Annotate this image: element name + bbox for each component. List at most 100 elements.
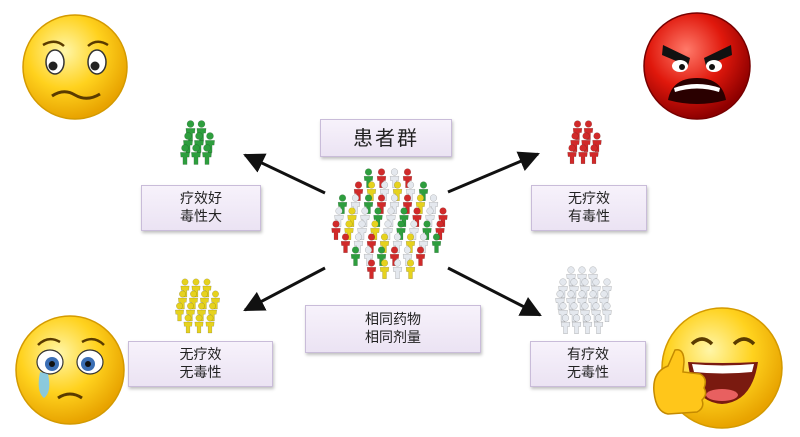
person-figure-icon: [205, 314, 215, 334]
person-figure-icon: [415, 194, 426, 214]
outcome-bottom-left-label: 无疗效 无毒性: [128, 341, 273, 387]
arrow-to-bottom-right: [447, 266, 542, 317]
title-text: 患者群: [353, 126, 419, 150]
person-figure-icon: [191, 144, 201, 165]
person-figure-icon: [389, 194, 400, 214]
person-figure-icon: [412, 207, 422, 227]
person-figure-icon: [186, 302, 195, 322]
outcome-bottom-left-line-2: 无毒性: [179, 365, 222, 381]
person-figure-icon: [357, 220, 367, 240]
person-figure-icon: [566, 266, 576, 286]
person-figure-icon: [402, 168, 413, 188]
person-figure-icon: [183, 314, 193, 334]
person-figure-icon: [366, 259, 377, 279]
person-figure-icon: [435, 220, 445, 240]
person-figure-icon: [363, 246, 374, 266]
arrow-to-top-left: [243, 153, 326, 195]
outcome-top-right-label: 无疗效 有毒性: [531, 185, 647, 231]
person-figure-icon: [405, 259, 416, 279]
same-drug-same-dose-label: 相同药物 相同剂量: [305, 305, 481, 353]
person-figure-icon: [363, 194, 374, 214]
person-figure-icon: [567, 144, 577, 164]
person-figure-icon: [578, 144, 588, 164]
mixed-patient-crowd: [331, 168, 448, 279]
person-figure-icon: [405, 181, 416, 201]
red-patient-group: [567, 120, 602, 164]
outcome-top-right-line-1: 无疗效: [568, 191, 610, 207]
person-figure-icon: [409, 220, 419, 240]
person-figure-icon: [379, 181, 390, 201]
person-figure-icon: [363, 168, 374, 188]
outcome-top-right-line-2: 有毒性: [568, 209, 610, 225]
person-figure-icon: [189, 290, 198, 310]
arrow-to-bottom-left: [243, 266, 326, 312]
person-figure-icon: [366, 233, 377, 253]
person-figure-icon: [399, 207, 409, 227]
person-figure-icon: [202, 144, 212, 165]
person-figure-icon: [392, 233, 403, 253]
person-figure-icon: [560, 314, 571, 334]
person-figure-icon: [425, 207, 435, 227]
person-figure-icon: [389, 168, 400, 188]
person-figure-icon: [422, 220, 432, 240]
person-figure-icon: [589, 144, 599, 164]
crying-face-icon: [15, 315, 125, 425]
person-figure-icon: [180, 144, 190, 165]
person-figure-icon: [379, 259, 390, 279]
person-figure-icon: [593, 314, 604, 334]
thumbs-up-hand: [653, 349, 707, 415]
center-label-line-1: 相同药物: [365, 312, 421, 328]
person-figure-icon: [402, 194, 413, 214]
person-figure-icon: [602, 278, 612, 298]
person-figure-icon: [602, 302, 612, 322]
person-figure-icon: [383, 220, 393, 240]
person-figure-icon: [347, 207, 357, 227]
outcome-top-left-label: 疗效好 毒性大: [141, 185, 261, 231]
person-figure-icon: [175, 302, 184, 322]
outcome-bottom-left-line-1: 无疗效: [179, 347, 222, 363]
person-figure-icon: [566, 290, 576, 310]
person-figure-icon: [200, 290, 209, 310]
person-figure-icon: [376, 194, 387, 214]
person-figure-icon: [194, 314, 204, 334]
arrow-to-top-right: [447, 151, 540, 194]
person-figure-icon: [208, 302, 217, 322]
person-figure-icon: [331, 220, 341, 240]
person-figure-icon: [570, 132, 580, 152]
person-figure-icon: [379, 233, 390, 253]
person-figure-icon: [418, 181, 429, 201]
person-figure-icon: [353, 181, 364, 201]
angry-face-icon: [643, 12, 751, 120]
person-figure-icon: [571, 314, 582, 334]
person-figure-icon: [337, 194, 348, 214]
outcome-top-left-line-1: 疗效好: [180, 191, 222, 207]
person-figure-icon: [392, 181, 403, 201]
person-figure-icon: [178, 290, 187, 310]
person-figure-icon: [555, 290, 565, 310]
person-figure-icon: [373, 207, 383, 227]
person-figure-icon: [211, 290, 220, 310]
yellow-patient-group: [175, 278, 220, 334]
person-figure-icon: [396, 220, 406, 240]
person-figure-icon: [588, 290, 598, 310]
person-figure-icon: [592, 132, 602, 152]
person-figure-icon: [353, 233, 364, 253]
worried-face-icon: [22, 14, 128, 120]
person-figure-icon: [428, 194, 439, 214]
outcome-bottom-right-line-2: 无毒性: [567, 365, 609, 381]
person-figure-icon: [405, 233, 416, 253]
person-figure-icon: [415, 246, 426, 266]
person-figure-icon: [344, 220, 354, 240]
person-figure-icon: [334, 207, 344, 227]
person-figure-icon: [599, 290, 609, 310]
person-figure-icon: [588, 266, 598, 286]
center-label-line-2: 相同剂量: [365, 330, 421, 346]
green-patient-group: [180, 120, 215, 165]
person-figure-icon: [191, 278, 201, 298]
person-figure-icon: [350, 194, 361, 214]
outcome-bottom-right-label: 有疗效 无毒性: [530, 341, 646, 387]
person-figure-icon: [360, 207, 370, 227]
person-figure-icon: [389, 246, 400, 266]
person-figure-icon: [577, 290, 587, 310]
